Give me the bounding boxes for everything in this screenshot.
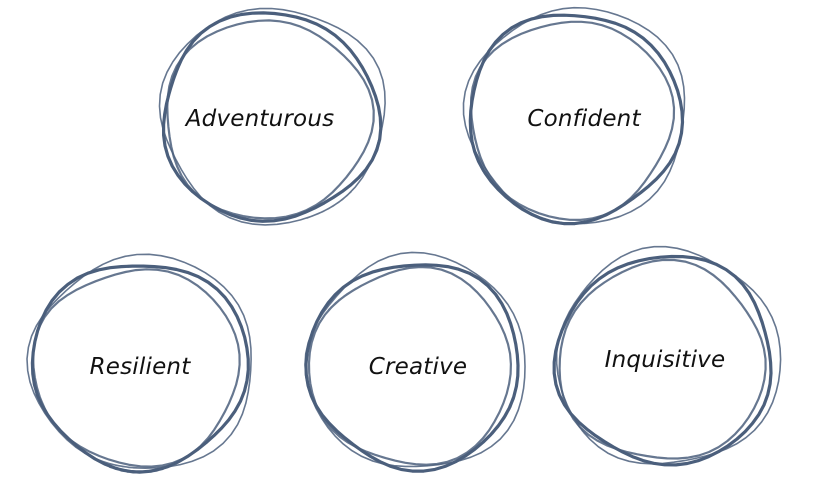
circle-confident: Confident xyxy=(462,6,686,226)
circle-adventurous: Adventurous xyxy=(158,7,386,226)
hand-drawn-ring-icon xyxy=(26,253,252,474)
ring-stroke xyxy=(32,268,241,468)
ring-stroke xyxy=(555,245,782,465)
ring-stroke xyxy=(558,258,767,460)
hand-drawn-ring-icon xyxy=(304,251,526,473)
circle-label: Inquisitive xyxy=(605,347,726,373)
circle-creative: Creative xyxy=(304,251,526,473)
hand-drawn-ring-icon xyxy=(462,6,686,226)
ring-stroke xyxy=(26,253,252,469)
circle-label: Confident xyxy=(527,106,641,132)
ring-stroke xyxy=(462,6,686,225)
circle-inquisitive: Inquisitive xyxy=(552,245,782,467)
circle-label: Adventurous xyxy=(184,106,335,132)
circle-resilient: Resilient xyxy=(26,253,252,474)
ring-stroke xyxy=(307,265,512,466)
hand-drawn-ring-icon xyxy=(158,7,386,226)
circle-label: Creative xyxy=(369,354,468,380)
circle-label: Resilient xyxy=(90,354,192,380)
ring-stroke xyxy=(468,13,685,226)
ring-stroke xyxy=(304,251,526,468)
hand-drawn-ring-icon xyxy=(552,245,782,467)
ring-stroke xyxy=(304,263,520,473)
ring-stroke xyxy=(158,7,386,226)
ring-stroke xyxy=(166,19,375,220)
